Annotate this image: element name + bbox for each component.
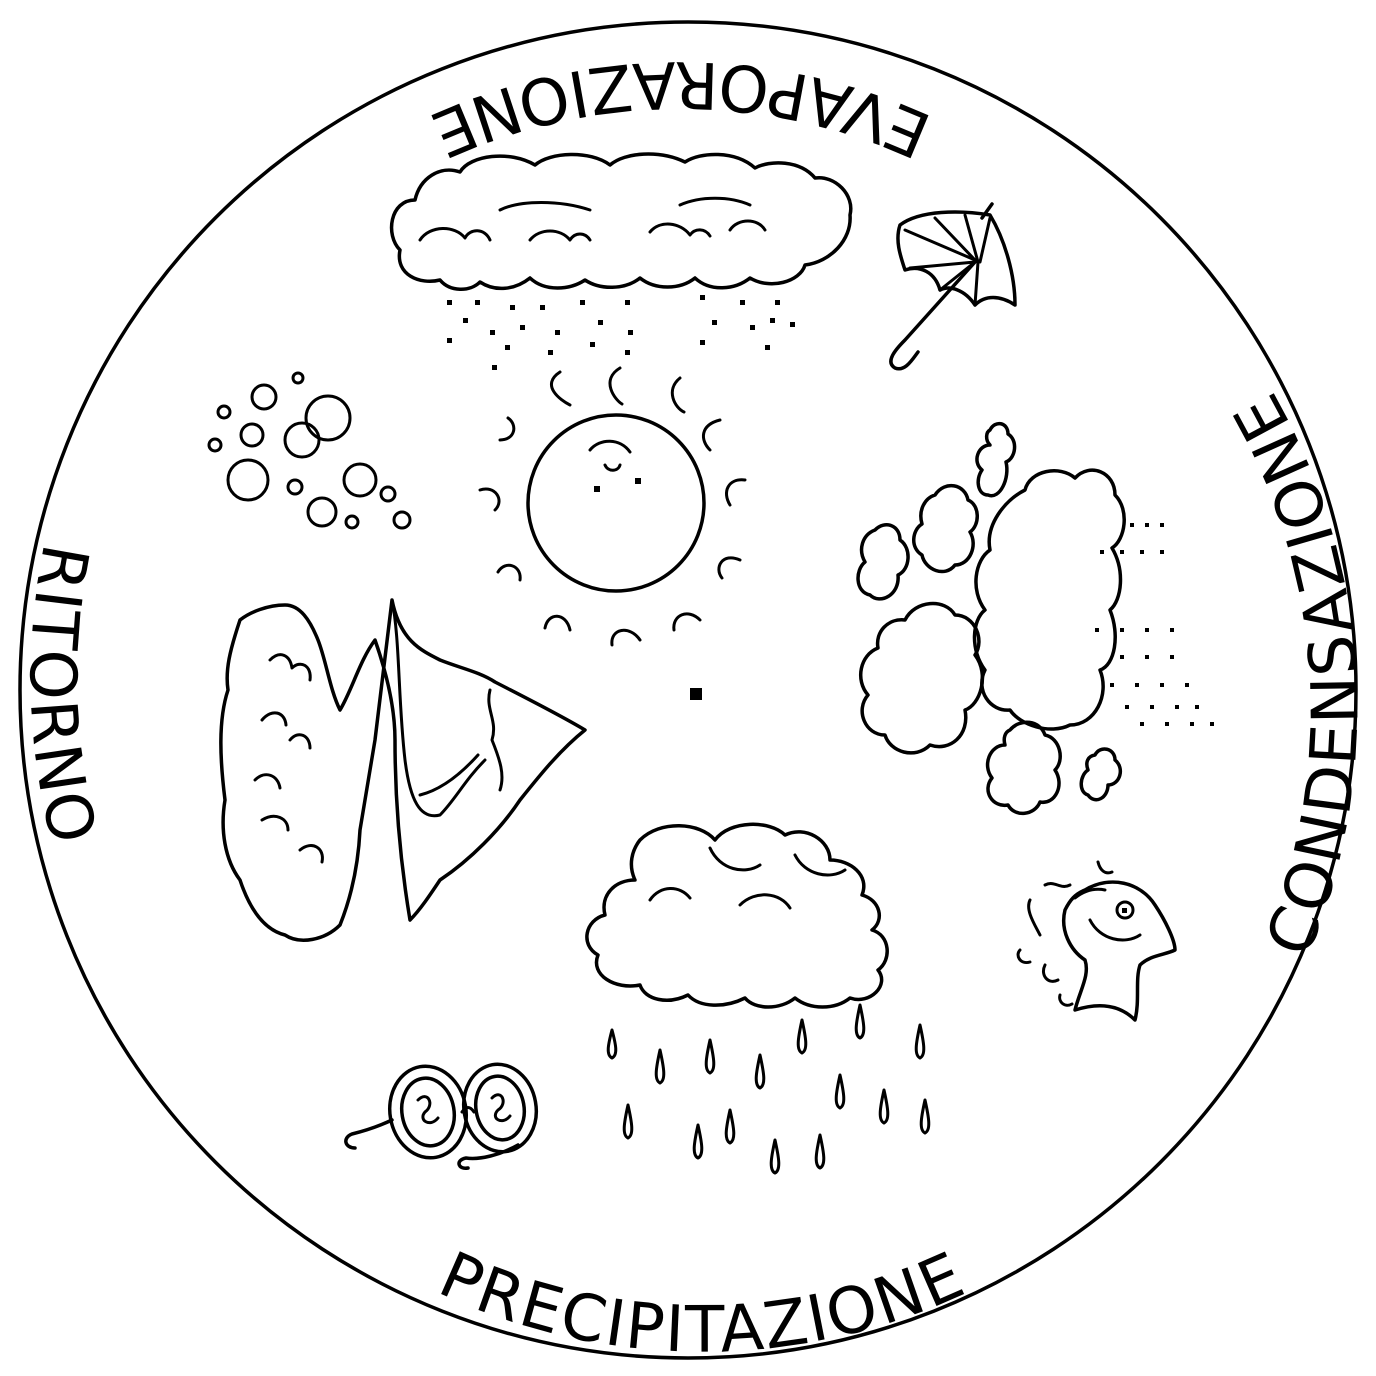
label-evaporation: EVAPORAZIONE (420, 46, 941, 171)
rain-cloud-icon (392, 154, 851, 370)
label-return: RITORNO (15, 539, 110, 852)
clouds-group-icon (858, 424, 1214, 814)
label-precipitation: PRECIPITAZIONE (429, 1238, 976, 1367)
umbrella-icon (891, 204, 1015, 369)
sunglasses-icon (346, 1058, 543, 1168)
fish-icon (1018, 862, 1175, 1020)
storm-cloud-icon (587, 824, 929, 1173)
wheel-outline (20, 22, 1356, 1358)
label-condensation: CONDENSAZIONE (1220, 380, 1374, 965)
mountain-icon (221, 600, 585, 940)
sun-icon (480, 368, 745, 645)
bubbles-icon (209, 373, 410, 528)
pivot-dot (690, 688, 702, 700)
